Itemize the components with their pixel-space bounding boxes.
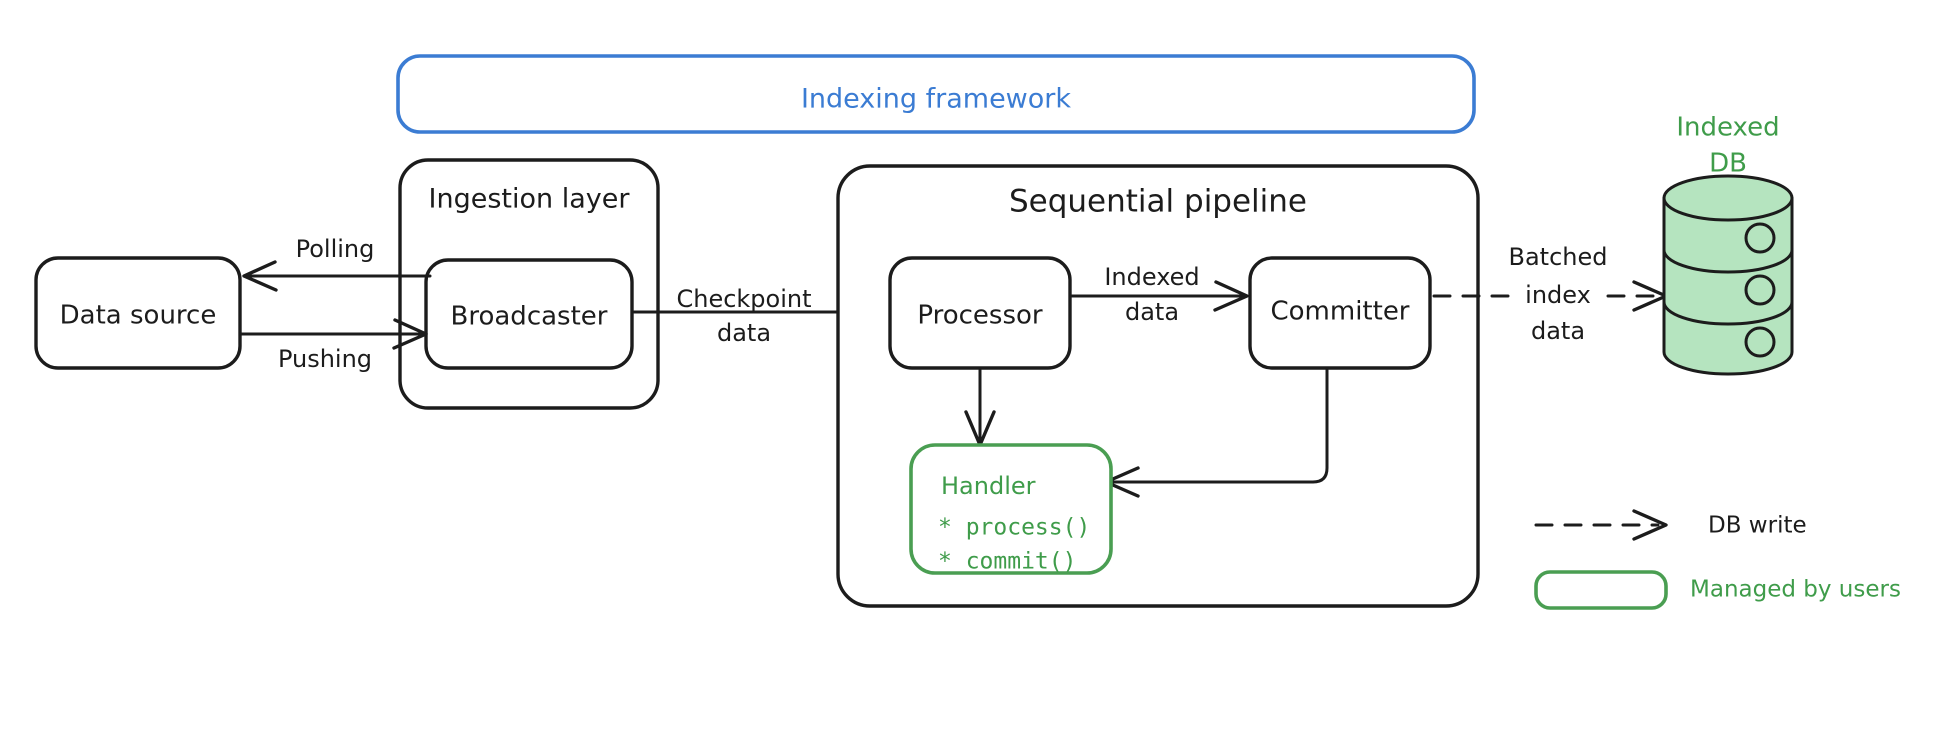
indexed-db-label-line1: Indexed [1676, 113, 1779, 143]
legend-green-swatch [1534, 570, 1668, 610]
indexed-data-edge: Indexed data [1070, 263, 1249, 326]
processor-label: Processor [917, 301, 1043, 331]
db-indicator-3-icon [1744, 326, 1776, 358]
indexed-db-group[interactable]: Indexed DB [1662, 113, 1794, 376]
db-cylinder-body-outline [1662, 196, 1794, 376]
indexing-framework-group: Indexing framework [396, 54, 1476, 134]
checkpoint-edge: Checkpoint data [632, 285, 885, 347]
committer-to-handler-line [1107, 368, 1329, 484]
handler-title: Handler [941, 472, 1036, 500]
legend-db-write-label: DB write [1708, 513, 1807, 539]
db-indicator-2-icon [1744, 274, 1776, 306]
legend-db-write-row: DB write [1534, 509, 1807, 541]
data-source-label: Data source [60, 301, 217, 331]
sequential-pipeline-group: Sequential pipeline Processor Committer … [836, 164, 1480, 608]
batched-index-label-line2-top: index [1525, 281, 1591, 309]
legend-managed-by-users-row: Managed by users [1534, 570, 1901, 610]
data-source-group[interactable]: Data source [34, 256, 242, 370]
db-cylinder-top-outline [1662, 174, 1794, 222]
batched-index-label-line3: data [1531, 317, 1585, 345]
db-cylinder-body[interactable] [1664, 198, 1792, 374]
polling-label: Polling [296, 235, 375, 263]
indexing-framework-box [396, 54, 1476, 134]
checkpoint-label-line2: data [717, 319, 771, 347]
broadcaster-label: Broadcaster [451, 302, 608, 332]
db-cylinder-top [1664, 176, 1792, 220]
pushing-arrowhead [392, 318, 428, 350]
polling-edge: Polling [242, 235, 432, 292]
handler-group[interactable]: Handler * process() * commit() [909, 443, 1113, 575]
pushing-label: Pushing [278, 345, 372, 373]
db-divider-1 [1662, 248, 1794, 274]
handler-method-process: * process() [938, 515, 1090, 541]
ingestion-layer-group: Ingestion layer Broadcaster [398, 158, 660, 410]
handler-method-commit: * commit() [938, 549, 1076, 575]
data-source-box[interactable] [34, 256, 242, 370]
indexed-data-label-line1: Indexed [1104, 263, 1199, 291]
sequential-pipeline-title: Sequential pipeline [1009, 184, 1307, 220]
batched-index-data-edge: Batched index data index [1432, 243, 1668, 345]
ingestion-layer-label: Ingestion layer [429, 184, 631, 215]
batched-label-halo [1516, 282, 1600, 312]
processor-box[interactable] [888, 256, 1072, 370]
batched-index-label-line1: Batched [1509, 243, 1608, 271]
indexing-framework-label: Indexing framework [801, 84, 1071, 115]
pushing-edge: Pushing [238, 318, 428, 373]
indexed-data-arrowhead [1213, 280, 1249, 312]
broadcaster-box[interactable] [424, 258, 634, 370]
legend-dashed-arrow-head [1632, 509, 1668, 541]
indexed-data-label-line2: data [1125, 298, 1179, 326]
db-indicator-1-icon [1744, 222, 1776, 254]
legend-group: DB write Managed by users [1534, 509, 1901, 610]
checkpoint-label-line1: Checkpoint [676, 285, 811, 313]
handler-box[interactable] [909, 443, 1113, 575]
polling-arrowhead [242, 260, 278, 292]
legend-managed-by-users-label: Managed by users [1690, 577, 1901, 603]
db-divider-2 [1662, 300, 1794, 326]
committer-box[interactable] [1248, 256, 1432, 370]
indexed-db-label-line2: DB [1709, 149, 1747, 179]
committer-label: Committer [1270, 297, 1409, 327]
